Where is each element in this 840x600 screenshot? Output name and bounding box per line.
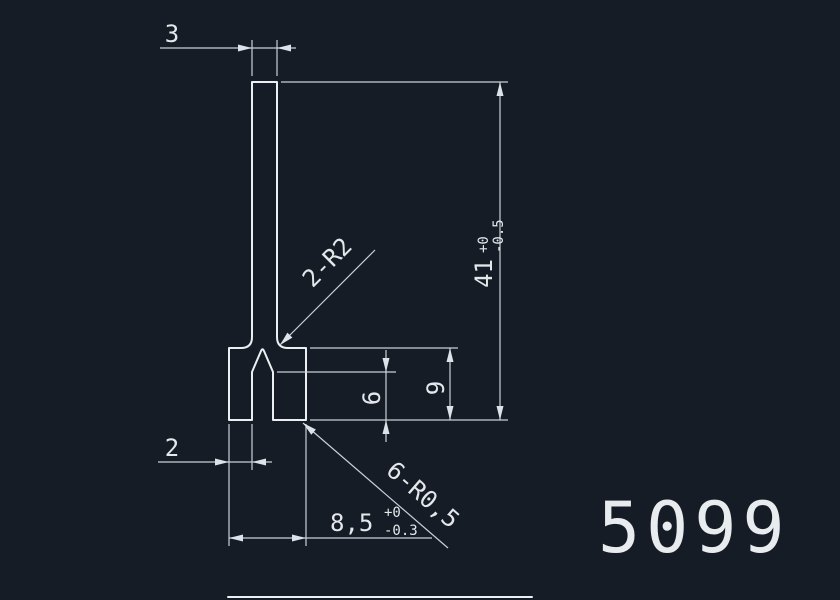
- dimension-base-height: 9: [422, 348, 454, 420]
- dimension-base-width: 8,5 +0 -0.3: [229, 505, 432, 542]
- leader-line: [279, 249, 376, 346]
- arrowhead: [496, 82, 504, 96]
- tolerance-lower: -0.3: [384, 523, 418, 539]
- arrowhead: [382, 420, 390, 434]
- dimension-text-base-height: 9: [422, 381, 450, 395]
- dimension-text-base-width: 8,5: [330, 509, 373, 537]
- leader-line: [302, 422, 449, 549]
- arrowhead: [382, 358, 390, 372]
- arrowhead: [446, 348, 454, 362]
- dimension-text-stem-width: 3: [165, 20, 179, 48]
- dimension-prong-width: 2: [158, 434, 272, 466]
- arrowhead: [252, 458, 266, 466]
- part-number: 5099: [598, 487, 791, 569]
- arrowhead: [215, 458, 229, 466]
- dimension-text-slot-depth: 6: [358, 391, 386, 405]
- arrowhead: [229, 534, 243, 542]
- tolerance-lower: -0.5: [491, 219, 507, 253]
- dimension-text-overall-height: 41: [470, 259, 498, 288]
- arrowhead: [496, 406, 504, 420]
- dimension-overall-height: 41 +0 -0.5: [470, 82, 507, 420]
- arrowhead: [292, 534, 306, 542]
- tolerance-upper: +0: [384, 505, 401, 521]
- arrowhead: [238, 44, 252, 52]
- profile-outline: [228, 81, 307, 421]
- arrowhead: [277, 44, 291, 52]
- dimension-slot-depth: 6: [358, 350, 390, 442]
- arrowhead: [446, 406, 454, 420]
- arrowhead: [280, 332, 293, 345]
- arrowhead: [303, 423, 316, 435]
- dimension-stem-width: 3: [160, 20, 296, 52]
- dimension-text-prong-width: 2: [165, 434, 179, 462]
- tolerance-upper: +0: [476, 236, 492, 253]
- extension-lines: [228, 40, 508, 546]
